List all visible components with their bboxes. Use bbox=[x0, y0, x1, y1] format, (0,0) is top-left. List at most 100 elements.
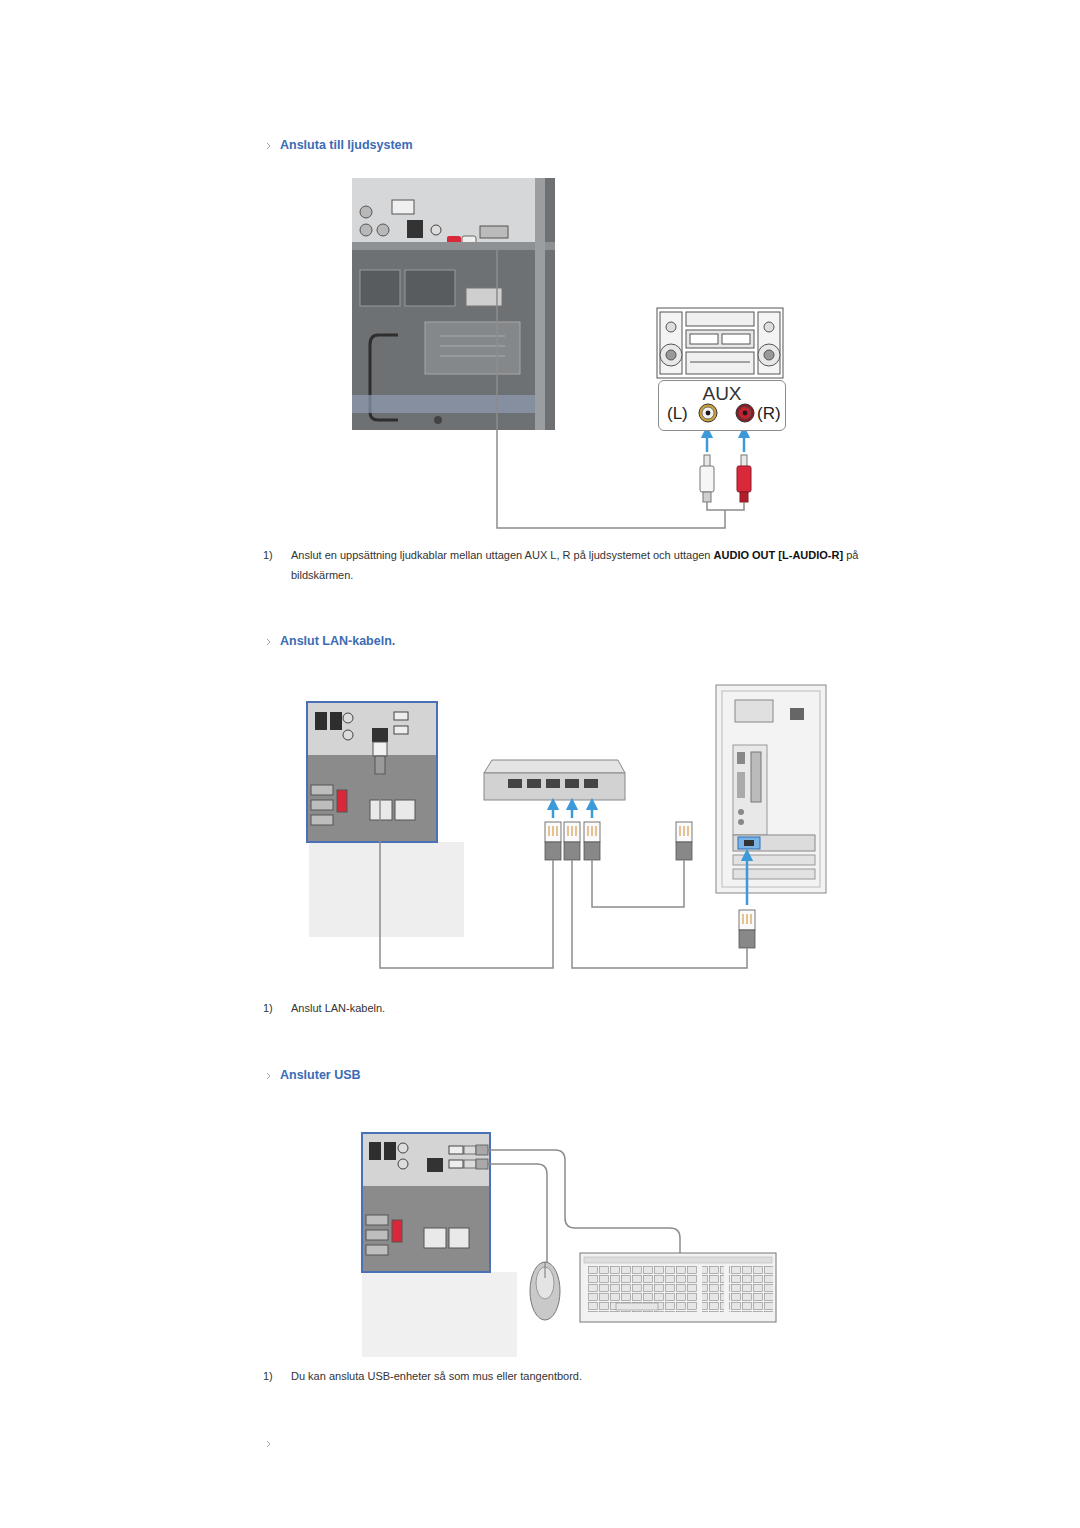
lan-plug bbox=[739, 930, 755, 948]
stereo-system bbox=[657, 308, 783, 378]
monitor-lan-panel bbox=[315, 712, 327, 730]
lan-plug bbox=[584, 842, 600, 860]
monitor-rear-photo bbox=[352, 178, 555, 430]
usb-cable bbox=[488, 1150, 680, 1262]
keyboard bbox=[729, 1266, 773, 1312]
monitor-usb-panel bbox=[362, 1133, 490, 1272]
monitor-usb-panel bbox=[369, 1142, 381, 1160]
monitor-rear-photo bbox=[407, 220, 423, 238]
usb-cable bbox=[488, 1164, 547, 1262]
monitor-usb-panel bbox=[362, 1133, 490, 1272]
network-pc bbox=[751, 752, 761, 802]
monitor-rear-photo bbox=[425, 322, 520, 374]
keyboard bbox=[588, 1266, 698, 1312]
monitor-lan-panel bbox=[307, 702, 437, 842]
audio-cable bbox=[704, 455, 710, 467]
stereo-system bbox=[686, 352, 754, 374]
lan-plug bbox=[564, 842, 580, 860]
section-heading: Ansluta till ljudsystem bbox=[280, 137, 413, 153]
lan-plug bbox=[545, 822, 755, 948]
network-switch bbox=[484, 773, 625, 800]
audio-jack bbox=[699, 404, 717, 422]
stereo-system bbox=[660, 312, 682, 374]
audio-jack bbox=[743, 411, 748, 416]
monitor-rear-photo bbox=[352, 395, 535, 413]
monitor-lan-panel bbox=[311, 815, 333, 825]
network-switch bbox=[484, 760, 625, 800]
monitor-lan-panel bbox=[308, 703, 436, 755]
stereo-system bbox=[657, 308, 783, 378]
network-pc bbox=[716, 685, 826, 893]
monitor-usb-panel bbox=[449, 1146, 463, 1154]
section-chevron bbox=[267, 639, 270, 645]
lan-arrows bbox=[571, 804, 574, 818]
lan-plug-contacts bbox=[549, 826, 751, 924]
monitor-usb-panel bbox=[384, 1142, 396, 1160]
network-pc bbox=[738, 819, 744, 825]
audio-cable bbox=[740, 492, 748, 502]
stereo-system bbox=[666, 322, 676, 332]
mouse bbox=[530, 1262, 560, 1320]
monitor-rear-photo bbox=[405, 270, 455, 306]
monitor-lan-panel bbox=[343, 730, 353, 740]
stereo-system bbox=[764, 322, 774, 332]
instruction-text: Anslut LAN-kabeln. bbox=[291, 998, 385, 1018]
keyboard bbox=[580, 1253, 776, 1322]
network-pc bbox=[733, 835, 815, 851]
lan-cable bbox=[380, 774, 553, 968]
monitor-usb-panel bbox=[398, 1159, 408, 1169]
monitor-lan-panel bbox=[311, 785, 333, 795]
monitor-usb-panel bbox=[366, 1230, 388, 1240]
monitor-rear-photo bbox=[377, 224, 389, 236]
monitor-rear-photo bbox=[440, 356, 505, 357]
lan-arrows bbox=[552, 804, 555, 818]
channel-label: (R) bbox=[757, 405, 781, 422]
step-number: 1) bbox=[263, 1366, 273, 1386]
network-switch bbox=[527, 779, 541, 788]
monitor-lan-panel bbox=[394, 712, 408, 720]
monitor-usb-panel bbox=[424, 1228, 446, 1248]
usb-photo-ground bbox=[362, 1272, 517, 1357]
stereo-system bbox=[686, 330, 754, 348]
monitor-lan-panel bbox=[311, 800, 333, 810]
monitor-usb-panel bbox=[363, 1134, 489, 1186]
lan-arrows bbox=[553, 804, 747, 905]
network-switch bbox=[508, 779, 522, 788]
keyboard bbox=[616, 1303, 658, 1310]
monitor-lan-panel bbox=[372, 728, 388, 742]
audio-jack bbox=[702, 407, 714, 419]
lan-plug bbox=[545, 842, 561, 860]
monitor-lan-panel bbox=[394, 726, 408, 734]
network-pc bbox=[716, 685, 826, 893]
section-chevron bbox=[267, 1441, 270, 1447]
audio-cable bbox=[700, 466, 714, 492]
audio-cable bbox=[497, 250, 751, 528]
monitor-rear-photo bbox=[431, 225, 441, 235]
network-pc bbox=[733, 745, 767, 835]
instruction-text: Anslut en uppsättning ljudkablar mellan … bbox=[291, 549, 710, 561]
section-heading: Ansluter USB bbox=[280, 1067, 361, 1083]
audio-jack bbox=[706, 411, 711, 416]
stereo-system bbox=[690, 334, 718, 344]
mouse bbox=[545, 1262, 546, 1278]
network-switch bbox=[584, 779, 598, 788]
section-chevron bbox=[267, 143, 270, 1447]
audio-cable bbox=[743, 432, 746, 452]
monitor-rear-photo bbox=[352, 178, 537, 242]
usb-cable bbox=[488, 1150, 680, 1253]
usb-plug bbox=[464, 1160, 476, 1168]
monitor-rear-photo bbox=[434, 416, 442, 424]
network-pc bbox=[733, 869, 815, 879]
section-heading: Anslut LAN-kabeln. bbox=[280, 633, 395, 649]
usb-plug bbox=[464, 1146, 476, 1154]
network-pc bbox=[722, 691, 820, 887]
network-switch bbox=[565, 779, 579, 788]
audio-cable bbox=[703, 492, 711, 502]
audio-jack bbox=[736, 404, 754, 422]
monitor-usb-panel bbox=[366, 1245, 388, 1255]
monitor-lan-panel bbox=[343, 713, 353, 723]
section-chevron bbox=[267, 143, 270, 149]
lan-arrows bbox=[746, 855, 749, 905]
